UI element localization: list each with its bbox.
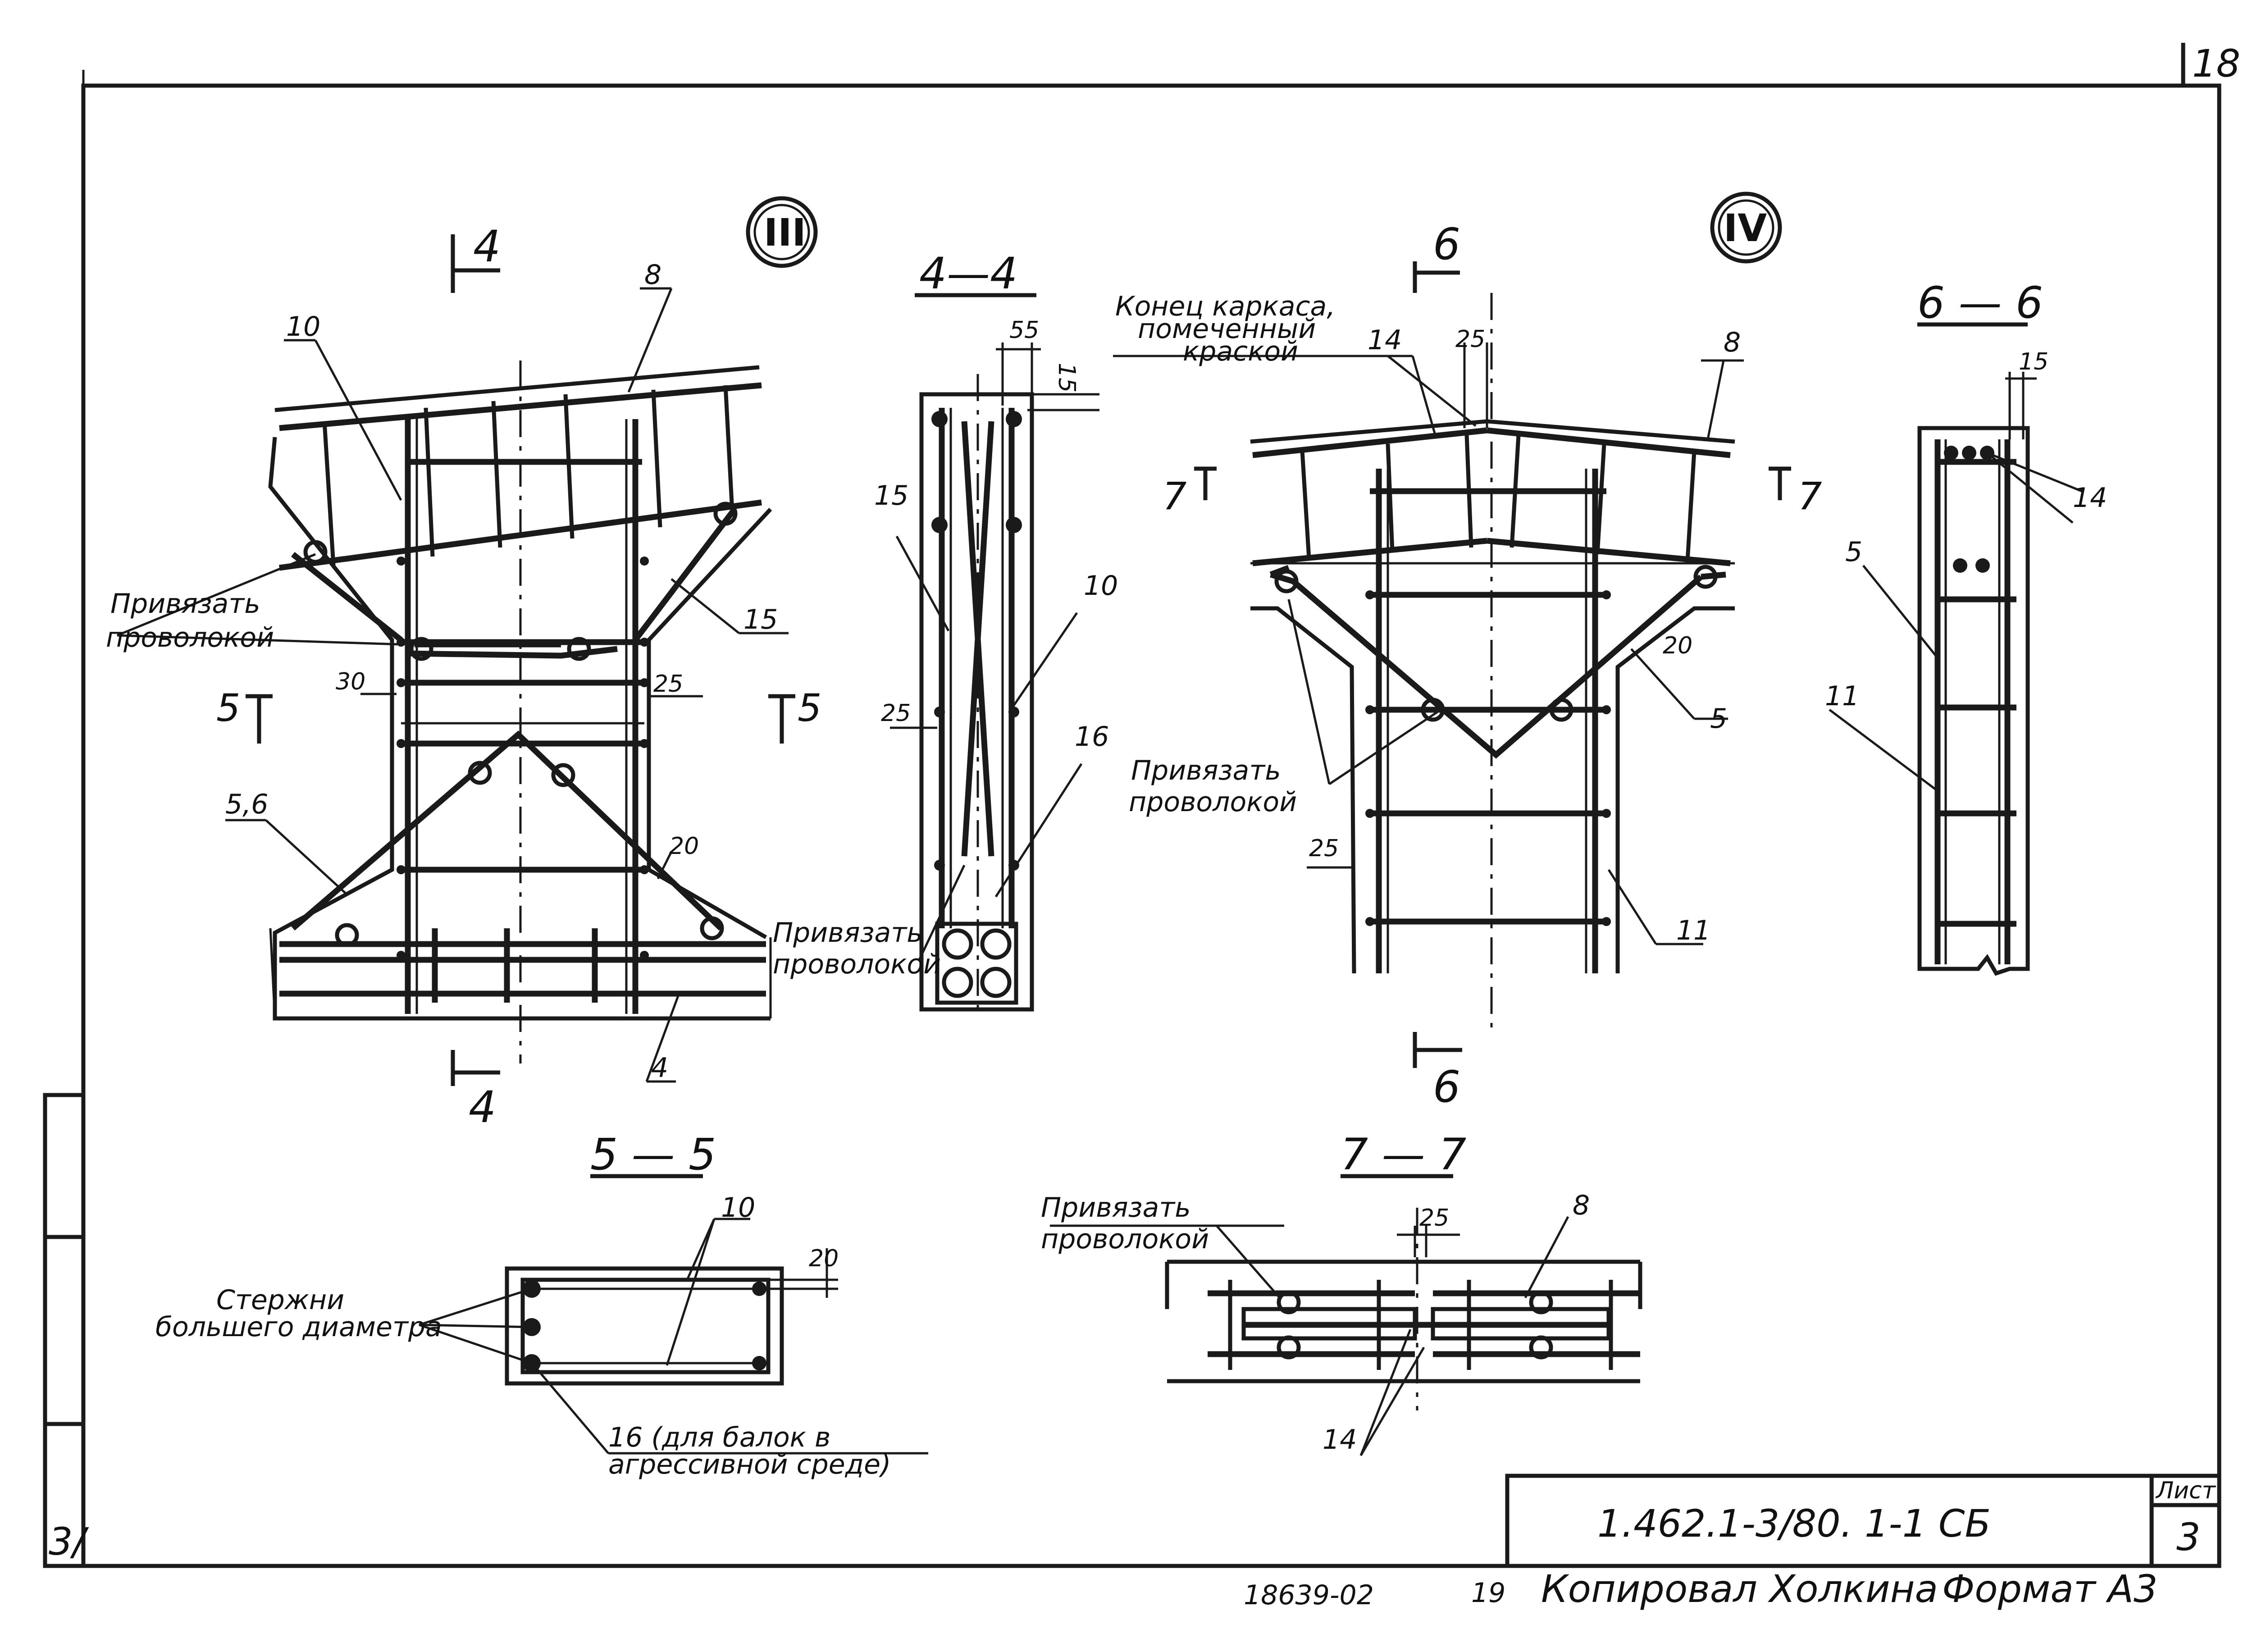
sec66-label-14: 14: [2073, 482, 2107, 514]
page-number: 18: [2192, 41, 2240, 86]
sec55-bars-label-2: большего диаметра: [155, 1311, 442, 1343]
view3-dim-30: 30: [336, 668, 365, 695]
view3-label-4: 4: [651, 1052, 668, 1084]
sec77-tie-label-2: проволокой: [1041, 1223, 1209, 1255]
sec44-dim-25: 25: [881, 700, 911, 727]
view4-label-5: 5: [1710, 703, 1727, 735]
view3-cut-right: 5: [798, 686, 821, 730]
view4-tie-label-1: Привязать: [1131, 755, 1281, 786]
sec44-tie-label-2: проволокой: [773, 949, 941, 980]
view3-cut-left: 5: [216, 686, 240, 730]
sec55-label-10: 10: [721, 1192, 755, 1223]
sheet-frame: [43, 43, 2221, 1568]
view3-label-15: 15: [743, 604, 778, 635]
view4-label-11: 11: [1676, 915, 1710, 946]
section-5-5-title: 5 — 5: [590, 1129, 716, 1180]
view4-cut-left: 7: [1163, 474, 1186, 518]
section-6-6-title: 6 — 6: [1917, 278, 2043, 328]
section-4-4-title: 4—4: [919, 248, 1017, 299]
node-iv-view: IV: [1113, 192, 1791, 1068]
view3-cut-bottom: 4: [469, 1082, 496, 1132]
view4-note-2: помеченный: [1138, 313, 1316, 345]
view4-dim-25-top: 25: [1455, 326, 1485, 353]
section-7-7: [1050, 1174, 1642, 1456]
list-number: 3: [2176, 1515, 2200, 1559]
sec77-label-14: 14: [1323, 1424, 1357, 1456]
section-6-6: [1829, 322, 2082, 976]
sec44-label-16: 16: [1075, 721, 1109, 753]
sec77-label-8: 8: [1573, 1190, 1590, 1221]
view4-dim-20: 20: [1663, 632, 1692, 659]
node-iii-view: III: [117, 196, 818, 1086]
doc-code: 1.462.1-3/80. 1-1 СБ: [1597, 1501, 1991, 1546]
node-iv-label: IV: [1724, 206, 1767, 250]
view3-tie-label-2: проволокой: [106, 622, 274, 653]
sec55-dim-20: 20: [809, 1245, 839, 1272]
footer-number: 19: [1471, 1577, 1505, 1609]
sec44-label-15: 15: [874, 480, 908, 511]
view3-dim-20: 20: [669, 833, 699, 860]
view3-label-10: 10: [286, 311, 320, 342]
node-iii-label: III: [764, 210, 806, 255]
side-stamp: 3/: [49, 1520, 89, 1564]
view4-dim-25-left: 25: [1309, 835, 1339, 862]
sec55-bars-label-1: Стержни: [216, 1284, 344, 1316]
sec44-tie-label-1: Привязать: [773, 917, 923, 949]
sec77-dim-25: 25: [1419, 1205, 1449, 1232]
section-7-7-title: 7 — 7: [1341, 1129, 1466, 1180]
view4-cut-bottom: 6: [1433, 1062, 1460, 1112]
view4-cut-top: 6: [1433, 219, 1460, 269]
format-label: Формат А3: [1942, 1567, 2157, 1611]
view4-note-3: краской: [1183, 336, 1298, 367]
section-4-4: [890, 293, 1099, 1018]
view4-label-14: 14: [1368, 324, 1402, 356]
sec55-note-1: 16 (для балок в: [608, 1422, 830, 1453]
copied-by: Копировал Холкина: [1541, 1567, 1938, 1611]
section-5-5: [419, 1174, 928, 1455]
view4-tie-label-2: проволокой: [1129, 786, 1297, 818]
sec44-label-10: 10: [1084, 570, 1118, 602]
sec44-dim-15: 15: [1053, 363, 1080, 392]
sec77-tie-label-1: Привязать: [1041, 1192, 1191, 1223]
view3-label-8: 8: [644, 259, 661, 291]
view3-label-5-6: 5,6: [225, 789, 268, 820]
view3-tie-label-1: Привязать: [110, 588, 260, 620]
sec66-label-11: 11: [1825, 680, 1859, 712]
sec66-dim-15: 15: [2019, 348, 2048, 375]
sec55-note-2: агрессивной среде): [608, 1449, 891, 1480]
sec44-dim-55: 55: [1009, 317, 1039, 344]
list-label: Лист: [2155, 1477, 2216, 1504]
view4-label-8: 8: [1724, 327, 1741, 358]
sec66-label-5: 5: [1845, 536, 1862, 568]
view4-note-1: Конец каркаса,: [1115, 291, 1335, 322]
inventory-number: 18639-02: [1244, 1579, 1374, 1611]
view3-dim-25: 25: [653, 671, 683, 698]
view3-cut-top: 4: [473, 221, 501, 272]
view4-cut-right: 7: [1798, 474, 1822, 518]
